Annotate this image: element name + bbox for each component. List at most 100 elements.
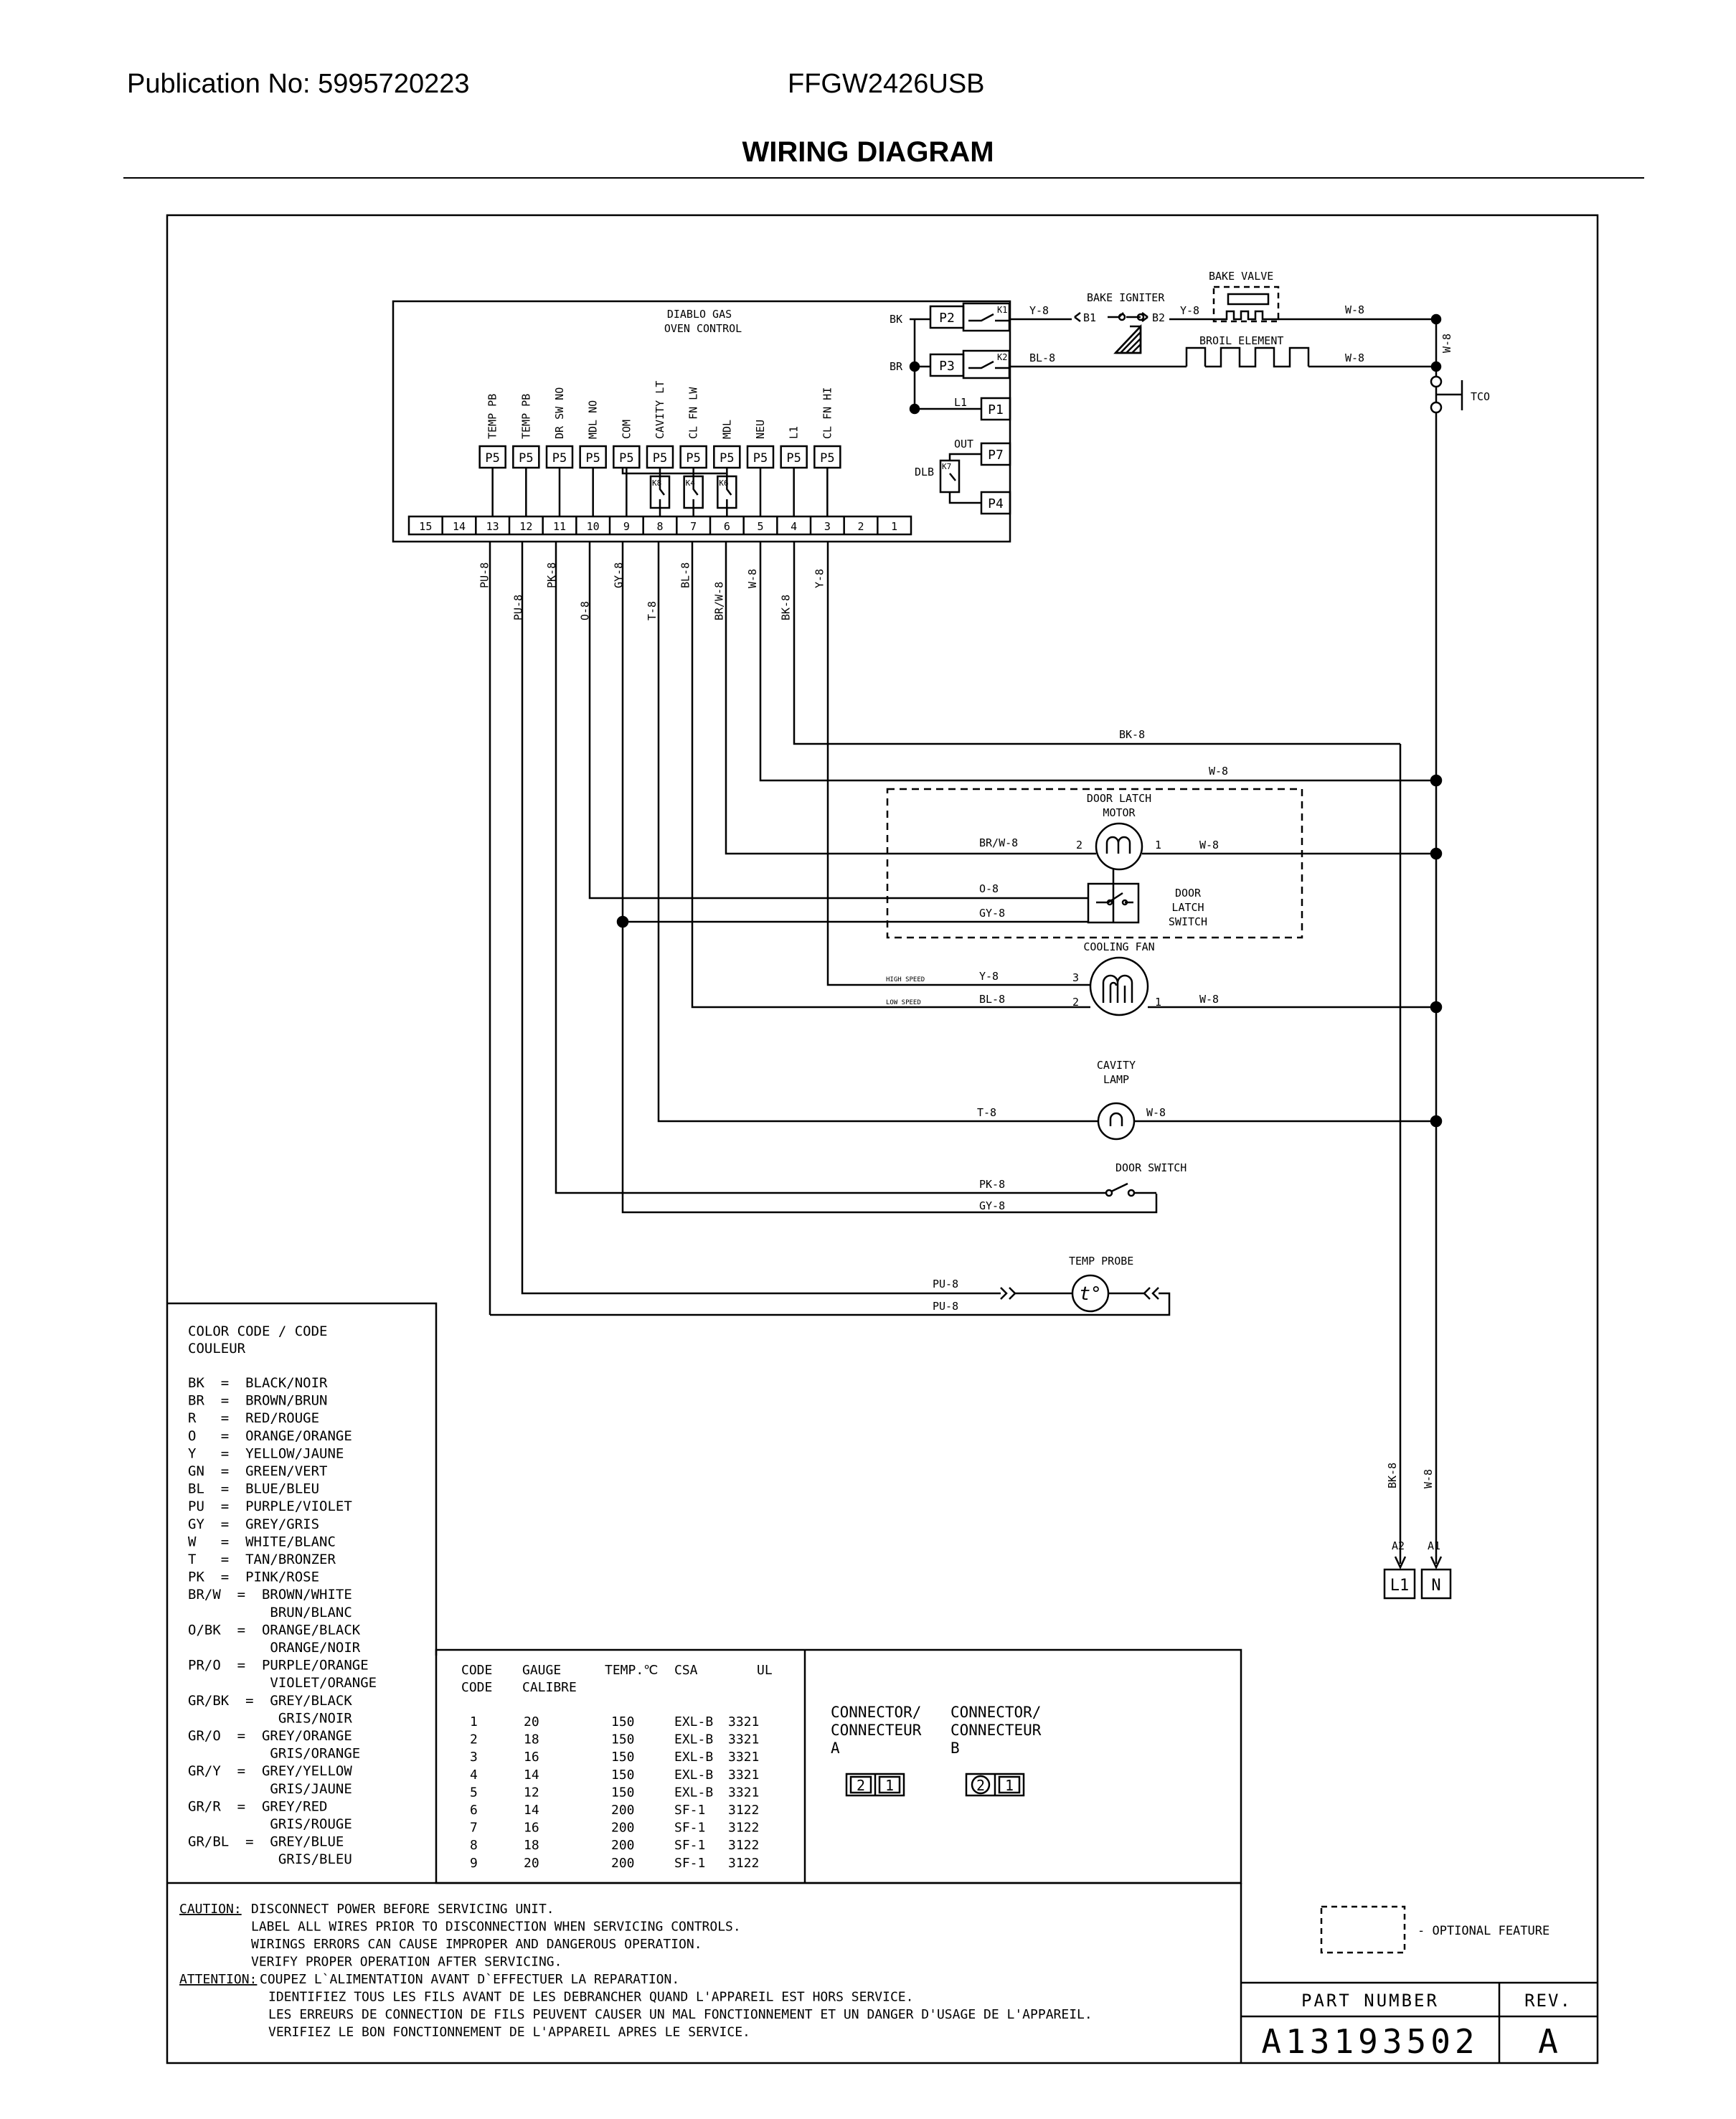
pin-p5-label: P5 (686, 451, 700, 466)
gauge-cell: 150 (611, 1750, 635, 1765)
gauge-cell: 18 (524, 1838, 539, 1853)
terminal-number: 6 (724, 520, 730, 533)
pin-p5-label: P5 (720, 451, 734, 466)
connector-b-pin1-square (998, 1775, 1021, 1794)
color-code-line: Y = YELLOW/JAUNE (188, 1445, 344, 1461)
gauge-cell: 150 (611, 1768, 635, 1783)
cavity-lamp: CAVITY LAMP (1097, 1059, 1136, 1141)
color-code-title-1: COLOR CODE / CODE (188, 1323, 327, 1339)
gauge-header: CODE (461, 1663, 492, 1678)
terminal-n-label: N (1431, 1577, 1440, 1595)
terminal-n (1420, 1568, 1452, 1600)
gauge-cell: EXL-B (674, 1732, 713, 1747)
gauge-cell: 200 (611, 1803, 635, 1818)
wire-t8-label: T-8 (977, 1106, 996, 1119)
terminal-number: 11 (553, 520, 566, 533)
gauge-cell: 7 (470, 1821, 478, 1836)
pin-function-label: CAVITY LT (654, 381, 666, 439)
caution-notes: CAUTION:DISCONNECT POWER BEFORE SERVICIN… (167, 1882, 1241, 2040)
pin-p5-label: P5 (753, 451, 768, 466)
terminal-number: 4 (791, 520, 797, 533)
optional-feature-legend: - OPTIONAL FEATURE (1320, 1905, 1549, 1954)
wire-w8-label-top: W-8 (1345, 303, 1364, 316)
gauge-cell: 4 (470, 1768, 478, 1783)
gauge-cell: 3 (470, 1750, 478, 1765)
gauge-cell: 3321 (728, 1785, 759, 1800)
a1-label: A1 (1428, 1539, 1440, 1552)
motor-pin-1: 1 (1155, 839, 1161, 851)
gauge-cell: 18 (524, 1732, 539, 1747)
wire-y8-label-2: Y-8 (1180, 304, 1199, 317)
gauge-header-2: CODE (461, 1680, 492, 1695)
color-code-line: O = ORANGE/ORANGE (188, 1428, 352, 1444)
gauge-cell: SF-1 (674, 1803, 705, 1818)
wire-label-vertical: PK-8 (545, 562, 558, 588)
color-code-line: GRIS/ROUGE (188, 1816, 352, 1832)
color-code-line: O/BK = ORANGE/BLACK (188, 1622, 361, 1638)
gauge-cell: 16 (524, 1821, 539, 1836)
gauge-cell: EXL-B (674, 1714, 713, 1729)
gauge-cell: 150 (611, 1714, 635, 1729)
gauge-cell: 9 (470, 1856, 478, 1871)
gauge-header: CSA (674, 1663, 698, 1678)
wire-w8-label-broil: W-8 (1345, 351, 1364, 364)
connector-a-3: A (831, 1740, 840, 1757)
door-latch-motor-label-2: MOTOR (1103, 806, 1136, 819)
l1-label: L1 (954, 396, 967, 409)
gauge-cell: 12 (524, 1785, 539, 1800)
wire-y8-fan-high (826, 542, 1090, 986)
terminal-number: 14 (453, 520, 466, 533)
color-code-line: BK = BLACK/NOIR (188, 1375, 328, 1391)
door-latch-motor: DOOR LATCH MOTOR 2 1 (1076, 792, 1161, 871)
wire-w8-fan-label: W-8 (1199, 993, 1219, 1006)
pin-function-label: MDL (720, 420, 733, 439)
connector-a-2-num: 2 (857, 1777, 865, 1794)
pin-p5-label: P5 (619, 451, 633, 466)
high-speed-label: HIGH SPEED (886, 976, 925, 983)
color-code-line: GR/R = GREY/RED (188, 1798, 327, 1814)
pin-p3-label: P3 (939, 359, 955, 374)
color-code-line: W = WHITE/BLANC (188, 1534, 336, 1549)
gauge-cell: 6 (470, 1803, 478, 1818)
color-code-line: GRIS/NOIR (188, 1710, 352, 1726)
gauge-cell: 3321 (728, 1732, 759, 1747)
oven-control-board: DIABLO GAS OVEN CONTROL BK P2 K1 BR P3 K… (392, 300, 1011, 543)
wire-w8-label-vertical-top: W-8 (1440, 334, 1453, 353)
color-code-line: GRIS/JAUNE (188, 1781, 352, 1797)
temp-probe-label: TEMP PROBE (1069, 1255, 1133, 1268)
b2-label: B2 (1152, 311, 1165, 324)
bake-igniter: BAKE IGNITER B1 B2 (1074, 291, 1165, 354)
attention-label: ATTENTION: (179, 1972, 257, 1987)
gauge-cell: 20 (524, 1714, 539, 1729)
cooling-fan: COOLING FAN 3 2 1 HIGH SPEED LOW SPEED (886, 940, 1161, 1016)
gauge-cell: SF-1 (674, 1821, 705, 1836)
tco: TCO W-8 (1430, 313, 1490, 414)
gauge-cell: EXL-B (674, 1750, 713, 1765)
relay-k1 (962, 302, 1011, 332)
gauge-cell: 20 (524, 1856, 539, 1871)
color-code-line: PR/O = PURPLE/ORANGE (188, 1658, 369, 1674)
door-switch-label: DOOR SWITCH (1115, 1161, 1187, 1174)
connector-legend: CONNECTOR/ CONNECTEUR A CONNECTOR/ CONNE… (831, 1704, 1042, 1797)
wire-bk8-label: BK-8 (1119, 728, 1145, 741)
attention-line: VERIFIEZ LE BON FONCTIONNEMENT DE L'APPA… (268, 2025, 750, 2040)
color-code-line: GR/O = GREY/ORANGE (188, 1728, 352, 1744)
cavity-lamp-label-2: LAMP (1103, 1073, 1129, 1086)
pin-p5-label: P5 (552, 451, 567, 466)
terminal-number: 10 (587, 520, 600, 533)
pin-p5-label: P5 (485, 451, 499, 466)
wire-pk8 (555, 542, 1106, 1194)
rev-value: A (1538, 2022, 1558, 2061)
wire-w8-motor-label: W-8 (1199, 839, 1219, 851)
gauge-cell: 3321 (728, 1750, 759, 1765)
part-number-value: A13193502 (1261, 2022, 1478, 2061)
wire-label-vertical: PU-8 (478, 562, 491, 588)
wire-w8-neu (759, 542, 1436, 782)
pin-function-label: COM (620, 420, 633, 439)
rev-label: REV. (1524, 1991, 1572, 2011)
color-code-line: GR/Y = GREY/YELLOW (188, 1763, 352, 1779)
optional-feature-label: - OPTIONAL FEATURE (1417, 1924, 1549, 1938)
gauge-cell: 200 (611, 1821, 635, 1836)
